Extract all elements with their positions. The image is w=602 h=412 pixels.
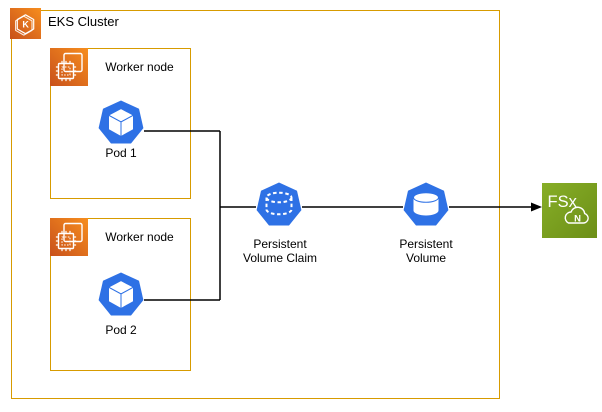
cloud-icon xyxy=(564,206,589,224)
eks-hexagon-k-icon: K xyxy=(10,8,41,39)
pvc-label-line1: Persistent xyxy=(253,237,307,251)
worker-node-label-2: Worker node xyxy=(105,230,174,244)
fsx-badge-letter: N xyxy=(574,214,581,225)
pv-label: Persistent Volume xyxy=(366,237,486,265)
worker-node-label-1: Worker node xyxy=(105,60,174,74)
kubernetes-pod-icon-2 xyxy=(98,272,144,318)
fsx-netapp-ontap-icon: FSx N xyxy=(542,183,597,238)
pvc-label: Persistent Volume Claim xyxy=(220,237,340,265)
arrowhead-icon xyxy=(531,202,542,212)
pv-label-line2: Volume xyxy=(405,251,447,265)
pv-label-line1: Persistent xyxy=(399,237,453,251)
kubernetes-pod-icon-1 xyxy=(98,100,144,146)
cpu-chip-icon xyxy=(50,218,88,256)
pvc-label-line2: Volume Claim xyxy=(242,251,318,265)
pod-label-1: Pod 1 xyxy=(105,146,137,160)
pod-label-2: Pod 2 xyxy=(105,323,137,337)
persistent-volume-claim-icon xyxy=(256,182,302,228)
fsx-text: FSx xyxy=(548,193,578,211)
cpu-chip-icon xyxy=(50,48,88,86)
eks-letter: K xyxy=(22,20,29,30)
persistent-volume-icon xyxy=(403,182,449,228)
eks-cluster-label: EKS Cluster xyxy=(48,14,119,29)
